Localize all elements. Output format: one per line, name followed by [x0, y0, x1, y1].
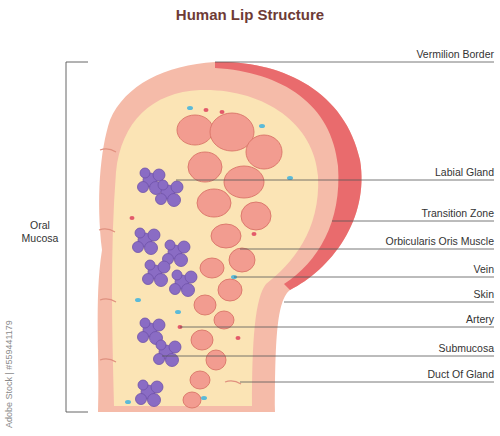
diagram-title: Human Lip Structure — [0, 6, 500, 23]
muscle-bundle — [229, 248, 255, 272]
part-label: Skin — [474, 288, 494, 300]
leader-line — [176, 180, 494, 181]
leader-line — [180, 327, 494, 328]
leader-line — [284, 302, 494, 303]
muscle-bundle — [211, 224, 241, 248]
muscle-bundle — [197, 189, 231, 217]
duct-line — [99, 229, 115, 232]
part-label: Vermilion Border — [416, 48, 494, 60]
part-label: Orbicularis Oris Muscle — [385, 235, 494, 247]
muscle-bundle — [218, 279, 242, 301]
veins — [125, 106, 293, 404]
duct-line — [225, 381, 241, 384]
part-label: Artery — [466, 313, 494, 325]
artery-dot — [130, 216, 135, 220]
muscle-bundle — [241, 202, 271, 230]
leader-line — [162, 356, 494, 357]
vein-dot — [135, 298, 141, 302]
gland-cluster — [136, 380, 164, 407]
vein-dot — [201, 396, 207, 400]
orbicularis-muscle — [177, 113, 282, 408]
vein-dot — [287, 176, 293, 180]
watermark: Adobe Stock | #559441179 — [4, 320, 15, 428]
gland-ducts — [99, 149, 241, 384]
part-label: Transition Zone — [421, 207, 494, 219]
leader-line — [332, 221, 494, 222]
part-label: Labial Gland — [435, 166, 494, 178]
muscle-bundle — [188, 152, 222, 182]
bracket — [66, 62, 88, 412]
artery-dot — [252, 232, 257, 236]
vein-dot — [259, 124, 265, 128]
bracket-label: Oral Mucosa — [16, 219, 64, 245]
muscle-bundle — [206, 350, 226, 370]
muscle-bundle — [214, 311, 234, 329]
muscle-bundle — [194, 295, 216, 315]
arteries — [130, 108, 257, 340]
artery-dot — [204, 108, 209, 112]
vein-dot — [125, 400, 131, 404]
leader-line — [240, 249, 494, 250]
vein-dot — [187, 106, 193, 110]
part-label: Submucosa — [439, 342, 494, 354]
gland-cluster — [133, 228, 161, 255]
gland-cluster — [156, 180, 184, 207]
submucosa-layer — [112, 90, 318, 406]
vein-dot — [175, 310, 181, 314]
muscle-bundle — [200, 258, 224, 278]
gland-cluster — [170, 270, 198, 297]
muscle-bundle — [183, 392, 201, 408]
artery-dot — [236, 336, 241, 340]
muscle-bundle — [177, 115, 213, 145]
gland-cluster — [154, 340, 182, 367]
duct-line — [100, 299, 116, 302]
part-label: Vein — [474, 263, 494, 275]
leader-lines — [162, 62, 494, 382]
muscle-bundle — [191, 330, 213, 350]
leader-line — [215, 62, 494, 63]
duct-line — [100, 359, 116, 362]
muscle-bundle — [224, 166, 264, 198]
gland-cluster — [143, 260, 171, 287]
part-label: Duct Of Gland — [427, 368, 494, 380]
leader-line — [240, 382, 494, 383]
labial-glands — [133, 168, 198, 407]
muscle-bundle — [246, 135, 282, 169]
lip-skin — [98, 62, 362, 412]
leader-line — [234, 277, 494, 278]
muscle-bundle — [190, 371, 210, 389]
duct-line — [100, 149, 116, 152]
artery-dot — [220, 110, 225, 114]
